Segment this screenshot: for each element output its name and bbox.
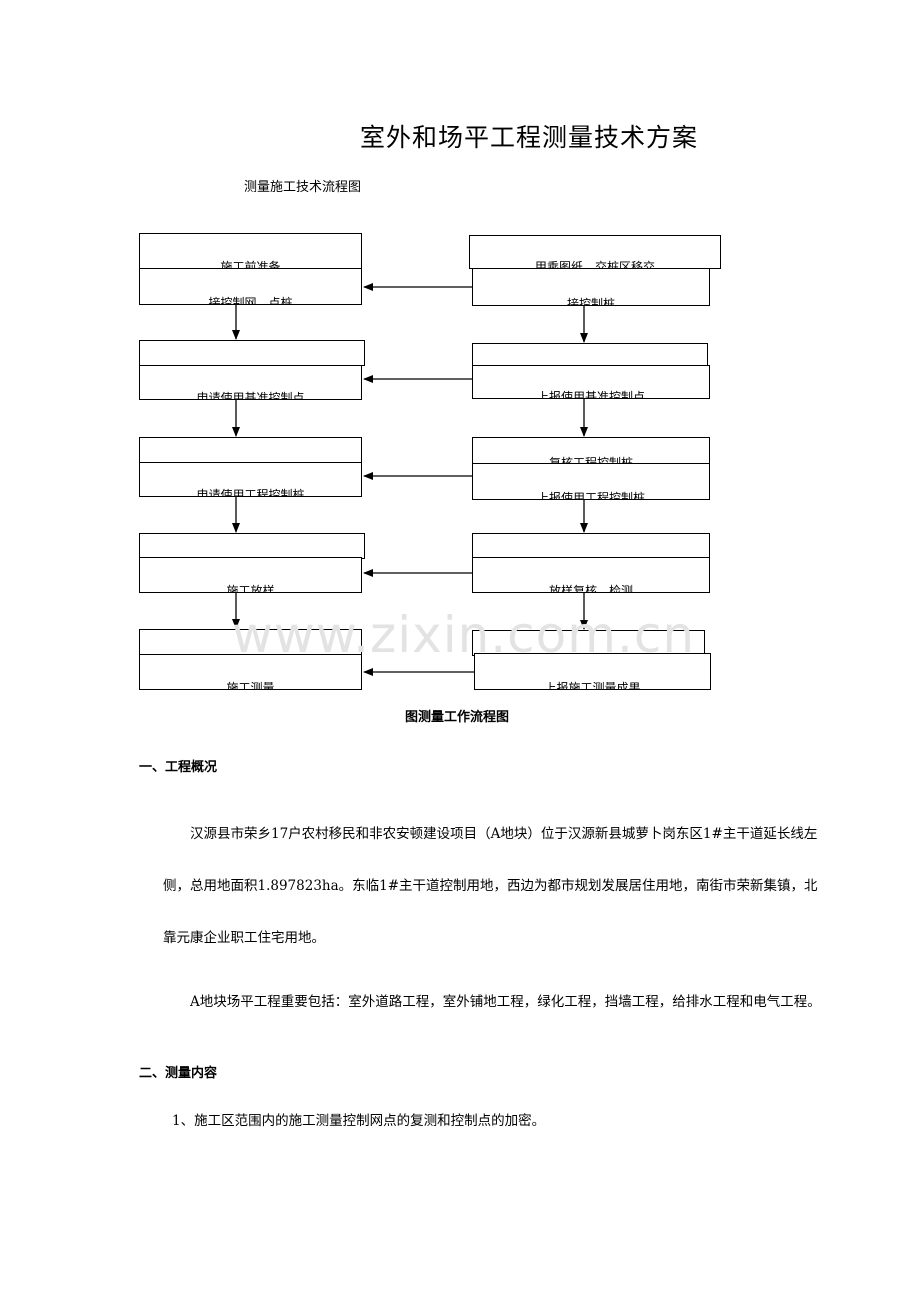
flow-right-1-bottom-label: 接控制桩 [566,297,615,306]
flow-left-1-top: 施工前准备 [139,233,362,269]
flow-left-3-top [139,437,362,463]
flow-left-4-top [139,533,365,559]
flowchart-arrows [232,283,588,676]
flowchart-caption: 图测量工作流程图 [405,710,510,725]
flow-right-3-bottom-label: 上报使用工程控制桩 [536,491,645,500]
flow-right-4-top [472,533,710,559]
flow-left-3-bottom: 申请使用工程控制桩 [139,462,362,497]
flow-right-3-bottom: 上报使用工程控制桩 [472,463,710,500]
flow-left-5-bottom: 施工测量 [139,654,362,690]
flow-right-2-bottom-label: 上报使用基准控制点 [536,390,645,399]
flowchart-subtitle: 测量施工技术流程图 [244,180,362,195]
flow-left-5-top [139,629,362,655]
flow-left-2-bottom: 申请使用基准控制点 [139,365,362,400]
section1-paragraph1: 汉源县市荣乡17户农村移民和非农安顿建设项目（A地块）位于汉源新县城萝卜岗东区1… [163,826,818,946]
flow-right-5-bottom-label: 上报施工测量成果 [544,681,641,690]
flow-left-2-top [139,340,365,366]
section1-paragraph2: A地块场平工程重要包括：室外道路工程，室外铺地工程，绿化工程，挡墙工程，给排水工… [190,994,821,1010]
flow-right-1-bottom: 接控制桩 [472,268,710,306]
flow-right-1-top-label: 甲乘图纸、交桩区移交 [534,260,655,269]
flow-right-2-top [472,343,708,367]
flow-left-3-bottom-label: 申请使用工程控制桩 [196,488,305,497]
flow-left-2-bottom-label: 申请使用基准控制点 [196,391,305,400]
flow-right-2-bottom: 上报使用基准控制点 [472,365,710,399]
section1-heading: 一、工程概况 [139,760,218,775]
flow-right-5-top [472,630,705,656]
flow-left-1-bottom-label: 接控制网、点桩 [208,296,293,305]
flow-left-4-bottom: 施工放样 [139,557,362,593]
flow-left-4-bottom-label: 施工放样 [226,584,275,593]
flow-right-1-top: 甲乘图纸、交桩区移交 [469,235,721,269]
section2-heading: 二、测量内容 [139,1066,218,1081]
page-title: 室外和场平工程测量技术方案 [360,123,699,152]
section2-item1: 1、施工区范围内的施工测量控制网点的复测和控制点的加密。 [172,1113,546,1129]
flow-right-3-top: 复核工程控制桩 [472,437,710,465]
flow-right-4-bottom: 放样复核、检测 [472,557,710,593]
flow-right-5-bottom: 上报施工测量成果 [474,653,711,690]
flow-right-3-top-label: 复核工程控制桩 [548,456,633,465]
flow-left-1-top-label: 施工前准备 [220,260,281,269]
flow-left-5-bottom-label: 施工测量 [226,681,275,690]
flow-right-4-bottom-label: 放样复核、检测 [548,584,633,593]
flow-left-1-bottom: 接控制网、点桩 [139,268,362,305]
